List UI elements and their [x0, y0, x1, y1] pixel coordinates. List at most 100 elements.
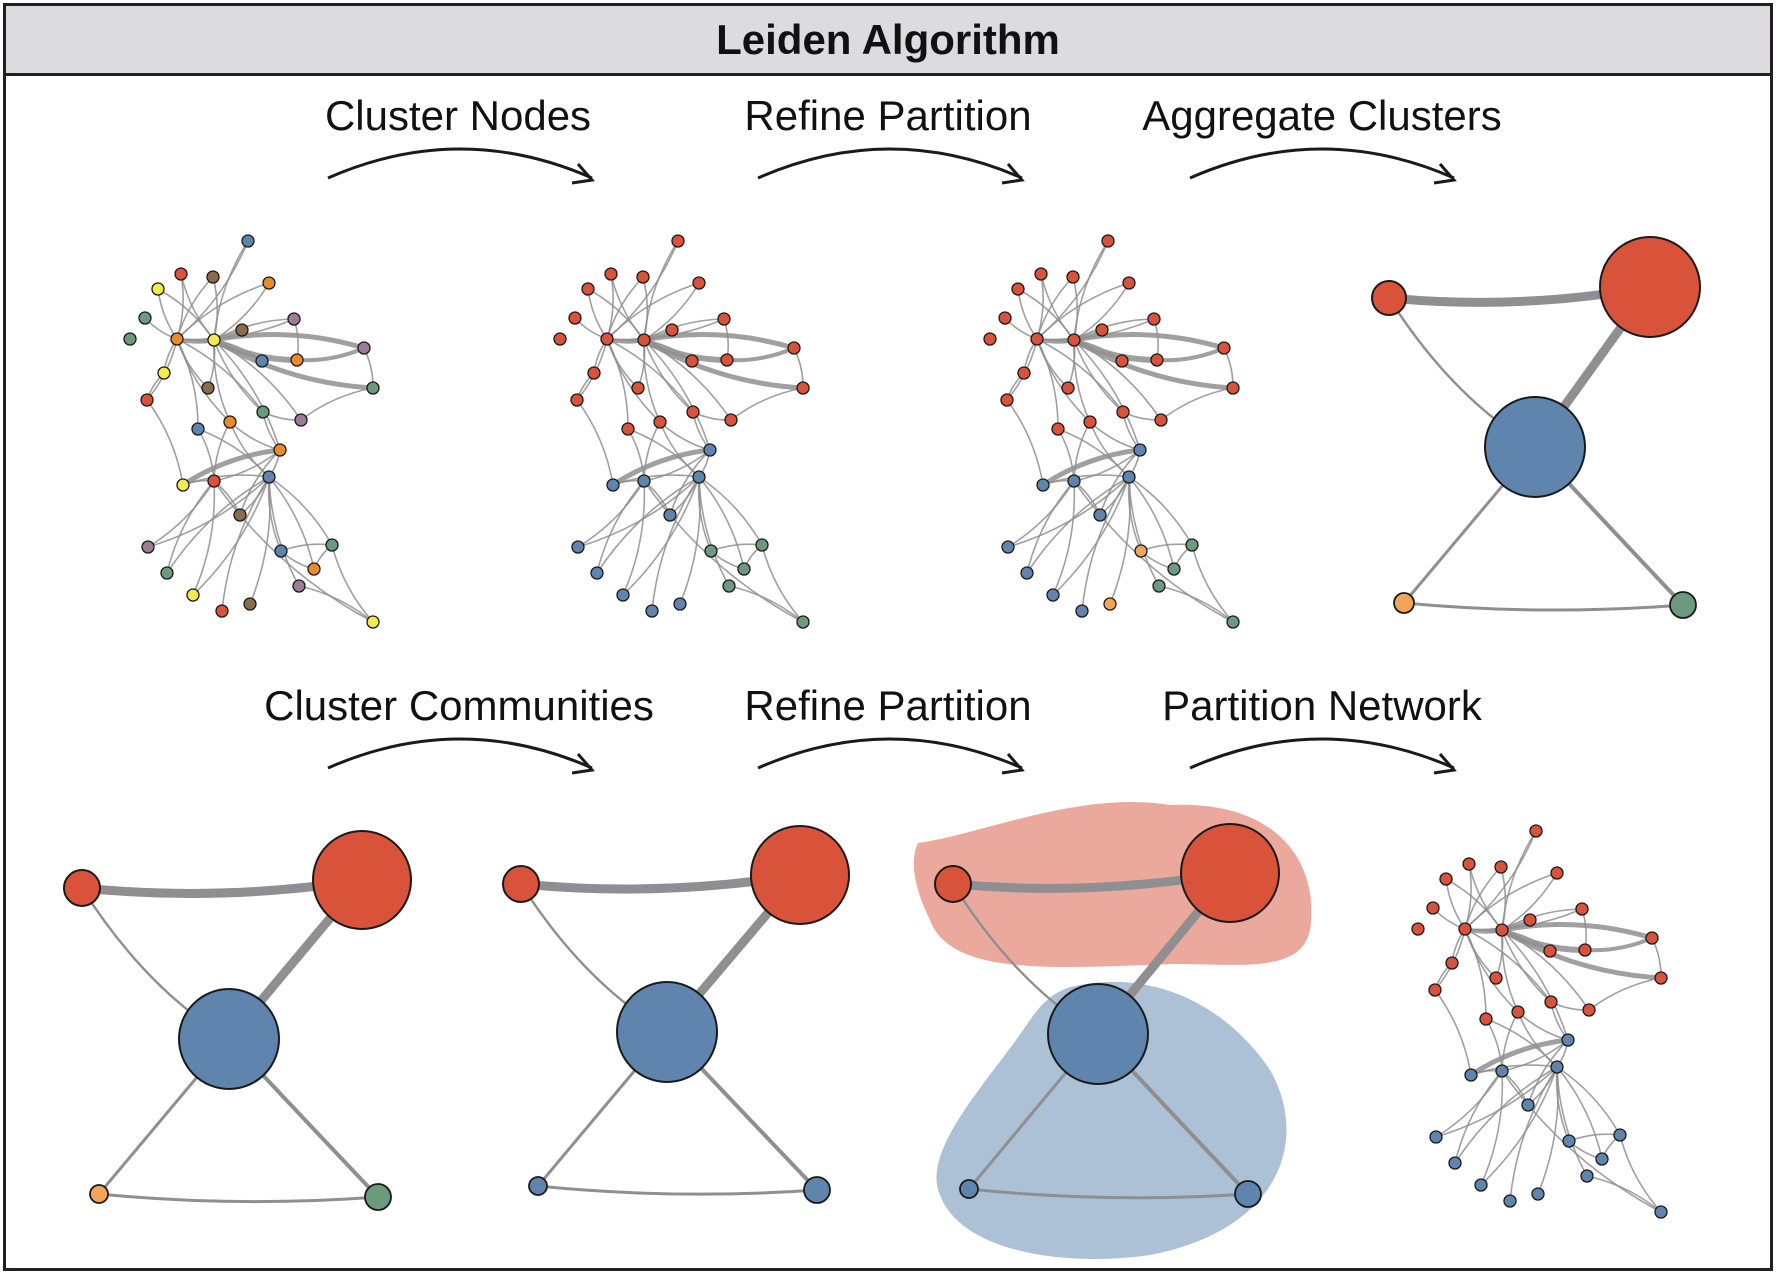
network-node [1543, 944, 1557, 958]
network-edge [176, 338, 264, 413]
network-edge [642, 337, 728, 363]
network-edge [1464, 928, 1552, 1003]
aggregate-edge [98, 1192, 379, 1204]
network-node [1474, 1178, 1488, 1192]
network-edge [577, 480, 645, 548]
figure-frame: Leiden Algorithm [3, 3, 1773, 1271]
network-edge [698, 476, 730, 587]
network-node [1613, 1128, 1627, 1142]
network-edge [1089, 421, 1141, 451]
curved-arrow-icon [1189, 147, 1457, 185]
network-node [255, 354, 269, 368]
network-node [587, 366, 601, 380]
community-node-small [1234, 1180, 1262, 1208]
title-bar: Leiden Algorithm [6, 6, 1770, 76]
step-label-refine-partition-2: Refine Partition [744, 682, 1032, 729]
network-node [1020, 566, 1034, 580]
step-label-partition-network: Partition Network [1162, 682, 1482, 729]
network-edge [643, 421, 661, 482]
network-node [1464, 1068, 1478, 1082]
network-edge [710, 543, 763, 552]
network-node [206, 270, 220, 284]
network-edge [606, 338, 661, 423]
network-node [1448, 1156, 1462, 1170]
community-node-small [502, 865, 540, 903]
network-edge [1160, 387, 1234, 421]
network-node [1578, 943, 1592, 957]
network-edge [1073, 339, 1141, 451]
network-initial [123, 234, 380, 629]
community-node-small [1393, 592, 1415, 614]
network-edge [1434, 989, 1472, 1076]
network-edge [1537, 1066, 1559, 1195]
network-node [1226, 381, 1240, 395]
network-node [141, 540, 155, 554]
curved-arrow-icon [757, 737, 1025, 775]
network-node [1152, 579, 1166, 593]
network-edge [146, 399, 184, 486]
step-label-cluster-communities: Cluster Communities [264, 682, 654, 729]
network-edge [1109, 476, 1131, 605]
network-node [1154, 413, 1168, 427]
network-node [174, 267, 188, 281]
network-edge [1026, 480, 1075, 574]
network-edge [166, 480, 215, 574]
network-node [665, 323, 679, 337]
network-node [1067, 333, 1081, 347]
network-edge [643, 282, 700, 341]
network-node [704, 544, 718, 558]
community-node-small [364, 1183, 392, 1211]
network-node [357, 341, 371, 355]
network-edge [296, 346, 365, 363]
network-node [366, 615, 380, 629]
network-node [223, 415, 237, 429]
network-edge [1586, 1175, 1662, 1213]
network-node [215, 604, 229, 618]
network-edge [1036, 282, 1130, 340]
network-edge [1501, 929, 1569, 1041]
network-node [1439, 872, 1453, 886]
network-node [1645, 931, 1659, 945]
figure-title: Leiden Algorithm [716, 15, 1060, 63]
network-edge [1501, 1070, 1662, 1213]
network-node [1095, 323, 1109, 337]
network-node [170, 332, 184, 346]
network-edge [1072, 337, 1158, 363]
network-edge [212, 337, 374, 391]
network-edge [221, 476, 270, 612]
network-node [1217, 341, 1231, 355]
network-node [241, 234, 255, 248]
network-node [1066, 270, 1080, 284]
network-edge [166, 476, 270, 574]
network-edge [1435, 1070, 1503, 1138]
network-edge [698, 476, 763, 546]
network-node [1575, 902, 1589, 916]
network-node [1116, 405, 1130, 419]
network-edge [1464, 830, 1537, 930]
network-edge [176, 282, 270, 340]
network-node [1122, 276, 1136, 290]
network-node [1495, 923, 1509, 937]
network-node [692, 276, 706, 290]
network-node [1034, 267, 1048, 281]
network-edge [1517, 1011, 1569, 1041]
network-edge [1156, 346, 1225, 363]
network-node [123, 332, 137, 346]
network-node [1061, 381, 1075, 395]
network-node [1001, 540, 1015, 554]
network-node [686, 405, 700, 419]
network-edge [239, 449, 281, 516]
community-node-medium [1047, 983, 1149, 1085]
network-edge [1158, 585, 1234, 623]
network-edge [1480, 1070, 1504, 1186]
community-node-large [1599, 236, 1701, 338]
network-edge [642, 337, 804, 391]
network-node [287, 312, 301, 326]
community-node-large [1180, 823, 1280, 923]
network-edge [1006, 399, 1044, 486]
network-node [653, 415, 667, 429]
network-edge [1073, 240, 1109, 341]
network-node [1523, 913, 1537, 927]
network-edge [726, 346, 795, 363]
network-edge [213, 332, 365, 351]
